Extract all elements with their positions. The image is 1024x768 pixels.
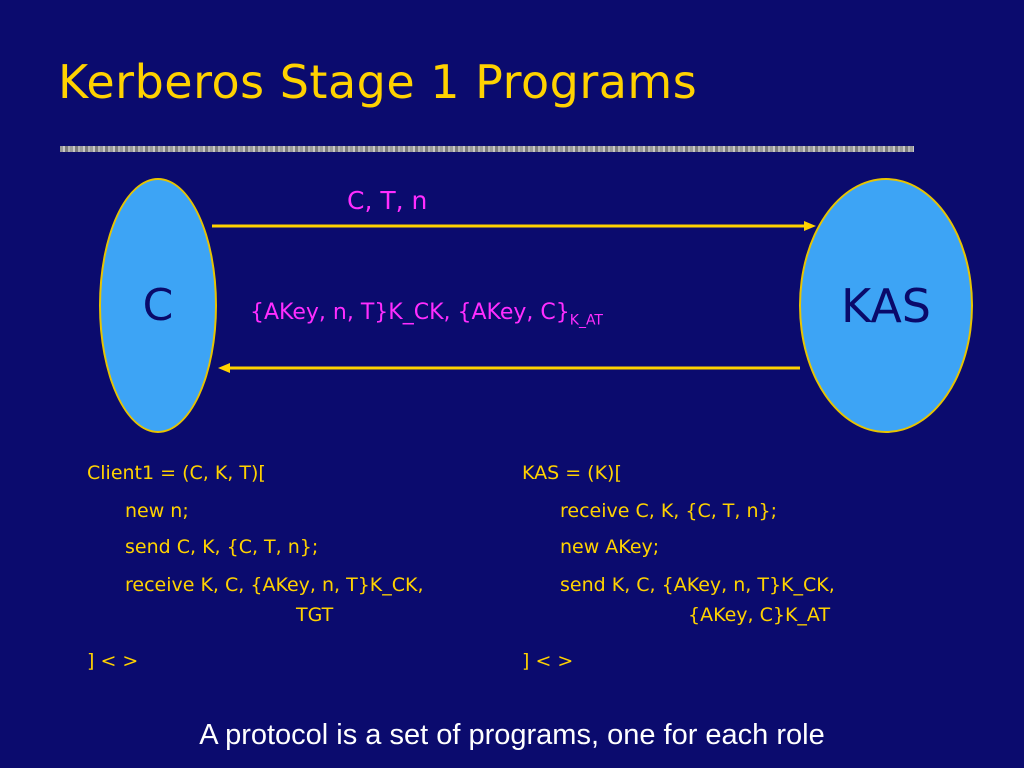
slide-caption: A protocol is a set of programs, one for… (199, 719, 825, 751)
kas-program-line: ] < > (522, 650, 574, 672)
client-program-line: ] < > (87, 650, 139, 672)
kas-role-label: KAS (840, 278, 932, 333)
kas-program-line: {AKey, C}K_AT (688, 604, 831, 626)
slide-title: Kerberos Stage 1 Programs (58, 55, 698, 109)
client-program-line: TGT (296, 604, 334, 626)
reply-message-label: {AKey, n, T}K_CK, {AKey, C}K_AT (250, 300, 603, 328)
reply-arrowhead (218, 363, 230, 373)
request-arrowhead (804, 221, 816, 231)
client-role-label: C (142, 280, 174, 331)
reply-message-subscript: K_AT (569, 312, 603, 329)
client-program-line: Client1 = (C, K, T)[ (87, 462, 266, 484)
client-program: Client1 = (C, K, T)[ new n; send C, K, {… (87, 462, 507, 682)
client-program-line: send C, K, {C, T, n}; (125, 536, 319, 558)
client-program-line: new n; (125, 500, 189, 522)
kas-program: KAS = (K)[ receive C, K, {C, T, n}; new … (522, 462, 942, 682)
client-program-line: receive K, C, {AKey, n, T}K_CK, (125, 574, 424, 596)
request-message-label: C, T, n (347, 186, 428, 215)
kas-program-line: send K, C, {AKey, n, T}K_CK, (560, 574, 835, 596)
client-role-node: C (99, 178, 217, 433)
kas-program-line: receive C, K, {C, T, n}; (560, 500, 778, 522)
reply-message-main: {AKey, n, T}K_CK, {AKey, C} (250, 300, 570, 325)
kas-role-node: KAS (799, 178, 973, 433)
kas-program-line: KAS = (K)[ (522, 462, 622, 484)
title-divider (60, 146, 914, 152)
kas-program-line: new AKey; (560, 536, 660, 558)
